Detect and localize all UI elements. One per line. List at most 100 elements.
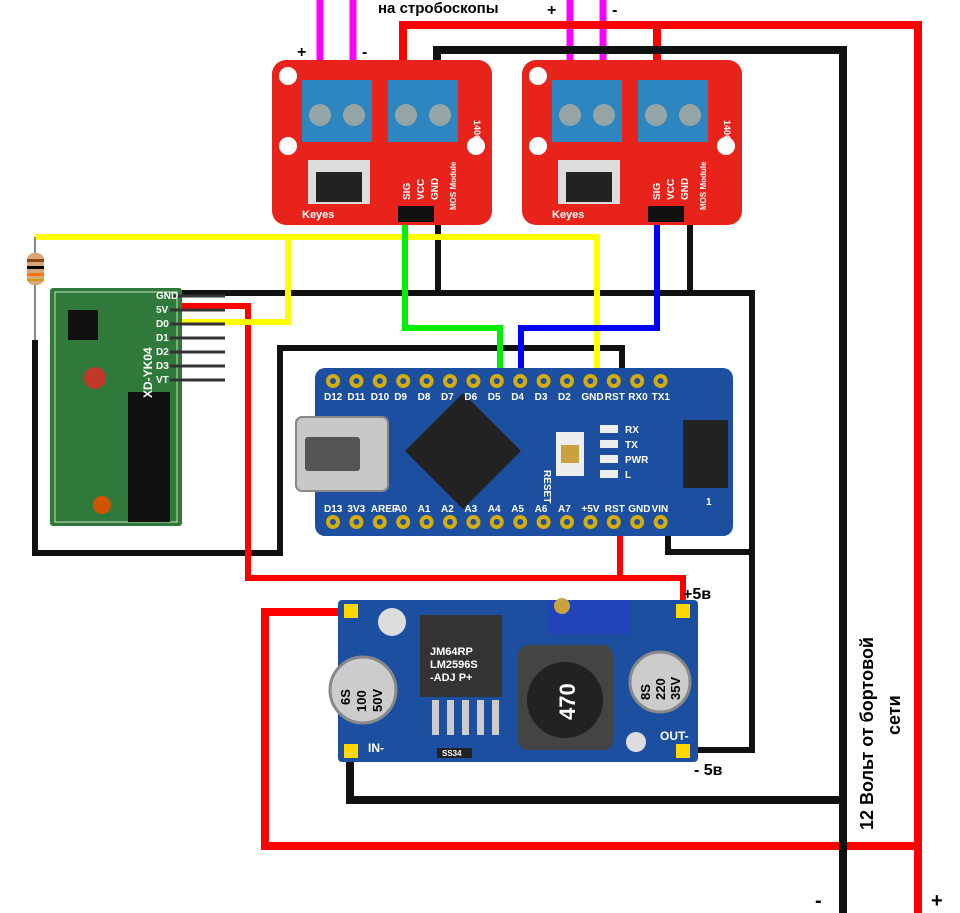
arduino-pin-label: D7 (441, 392, 454, 403)
arduino-pin-label: D8 (418, 392, 431, 403)
inductor-label: 470 (555, 683, 580, 720)
converter-in-label: IN- (368, 741, 384, 755)
bottom-minus-label: - (815, 890, 822, 912)
dc-dc-converter: 6S 100 50V JM64RP LM2596S -ADJ P+ 470 8S… (328, 598, 698, 762)
arduino-pin-label: RST (605, 392, 625, 403)
arduino-pin-label: A6 (535, 504, 548, 515)
converter-cap-out (628, 650, 692, 714)
converter-out-plus-pad (676, 604, 690, 618)
wire-blue-d5 (518, 225, 660, 378)
mos-pin-vcc: VCC (416, 179, 427, 200)
side-label-line1: 12 Вольт от бортовой (857, 637, 877, 830)
mos-chip-label: 140C07 (722, 120, 732, 152)
wire-12v-in-minus (346, 750, 843, 804)
wire-yellow-d0 (180, 237, 291, 325)
bottom-plus-label: + (931, 890, 943, 912)
arduino-pin-label: A2 (441, 504, 454, 515)
wire-green-d6 (402, 218, 503, 378)
mosfet-body (566, 172, 612, 202)
receiver-crystal (84, 367, 106, 389)
mos-module-label: MOS Module (449, 161, 458, 210)
arduino-pin-label: A5 (511, 504, 524, 515)
converter-out-label: OUT- (660, 729, 689, 743)
chip-label-1: JM64RP (430, 646, 473, 658)
mos-chip-label: 140C07 (472, 120, 482, 152)
mount-hole (529, 137, 547, 155)
right-plus-label: + (547, 2, 556, 19)
cap-in-label-3: 50V (370, 689, 385, 712)
arduino-pin-label: D13 (324, 504, 343, 515)
chip-label-2: LM2596S (430, 659, 478, 671)
converter-chip (420, 615, 502, 697)
arduino-pin-label: D2 (558, 392, 571, 403)
arduino-pin-label: D6 (464, 392, 477, 403)
arduino-board (315, 368, 733, 536)
mos-brand: Keyes (302, 209, 334, 221)
mos-pin-header (648, 206, 684, 222)
status-led (600, 455, 618, 463)
receiver-pin-label: D1 (156, 333, 169, 344)
mos-pin-vcc: VCC (666, 179, 677, 200)
mount-hole (529, 67, 547, 85)
screw-icon (343, 104, 365, 126)
led-label: L (625, 470, 631, 481)
left-minus-label: - (362, 44, 367, 61)
arduino-pin-label: 3V3 (347, 504, 365, 515)
wire-gnd-bus (180, 290, 755, 753)
arduino-pin-label: GND (581, 392, 603, 403)
microcontroller-chip (405, 393, 521, 509)
mount-hole (467, 137, 485, 155)
arduino-pin-label: A7 (558, 504, 571, 515)
arduino-pin-label: TX1 (652, 392, 671, 403)
screw-icon (309, 104, 331, 126)
wire-12v-in-plus (261, 608, 918, 850)
receiver-chip-small (68, 310, 98, 340)
mount-hole (279, 67, 297, 85)
chip-label-3: -ADJ P+ (430, 672, 473, 684)
arduino-pin-label: D11 (347, 392, 365, 403)
mos-pin-sig: SIG (652, 183, 663, 200)
arduino-pin-label: A0 (394, 504, 407, 515)
arduino-pin-label: GND (628, 504, 650, 515)
led-label: TX (625, 440, 638, 451)
arduino-pin-label: D5 (488, 392, 501, 403)
black-signal-wires (32, 218, 755, 753)
reset-label: RESET (541, 470, 552, 503)
mos-pin-gnd: GND (680, 178, 691, 200)
screw-icon (429, 104, 451, 126)
receiver-chip-decoder (128, 392, 170, 522)
mos-pin-header (398, 206, 434, 222)
arduino-pin-label: VIN (652, 504, 669, 515)
status-led (600, 425, 618, 433)
arduino-pin-label: D3 (535, 392, 548, 403)
diode-label: SS34 (442, 749, 462, 758)
wire-gnd-receiver (32, 340, 625, 556)
strobe-label: на стробоскопы (378, 0, 499, 17)
receiver-pin-label: 5V (156, 305, 169, 316)
cap-out-label-1: 8S (638, 684, 653, 700)
arduino-pin-label: D12 (324, 392, 343, 403)
receiver-pin-label: GND (156, 291, 178, 302)
right-minus-label: - (612, 2, 617, 19)
mount-hole (717, 137, 735, 155)
screw-icon (679, 104, 701, 126)
left-plus-label: + (297, 44, 306, 61)
arduino-pin-label: +5V (581, 504, 599, 515)
cap-in-label-1: 6S (338, 689, 353, 705)
arduino-pin-label: D10 (371, 392, 390, 403)
status-led (600, 470, 618, 478)
wire-5v-receiver (180, 303, 686, 610)
mosfet-body (316, 172, 362, 202)
mos-brand: Keyes (552, 209, 584, 221)
arduino-pin-label: AREF (371, 504, 398, 515)
arduino-pin-label: D4 (511, 392, 524, 403)
arduino-pin-label: RST (605, 504, 625, 515)
